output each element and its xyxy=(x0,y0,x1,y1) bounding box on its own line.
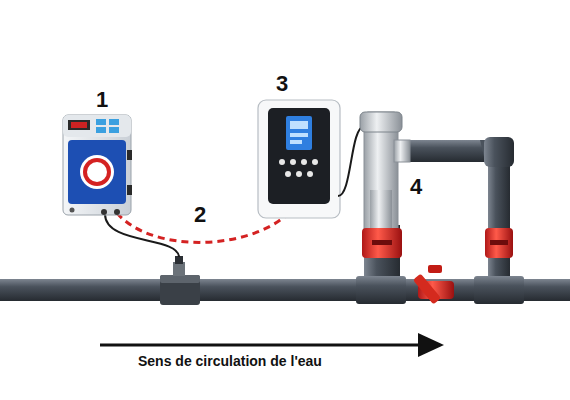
isolation-valve xyxy=(362,228,402,258)
probe-cable xyxy=(105,214,179,257)
callout-number: 2 xyxy=(194,203,206,227)
isolation-valve xyxy=(485,228,513,258)
control-box xyxy=(258,100,340,218)
tee-fitting xyxy=(474,276,524,304)
callout-number: 1 xyxy=(96,88,108,112)
dosing-pump xyxy=(63,115,132,215)
flow-direction-text: Sens de circulation de l'eau xyxy=(138,354,322,369)
flow-arrow-line xyxy=(100,344,420,347)
callout-number: 4 xyxy=(410,175,422,199)
electrolysis-cell xyxy=(360,112,410,236)
tee-fitting xyxy=(356,276,406,304)
cell-cable xyxy=(338,126,364,196)
callout-number: 3 xyxy=(276,72,288,96)
flow-arrow-head xyxy=(418,333,444,357)
bypass-valve xyxy=(413,265,454,304)
probe-holder xyxy=(160,256,200,305)
